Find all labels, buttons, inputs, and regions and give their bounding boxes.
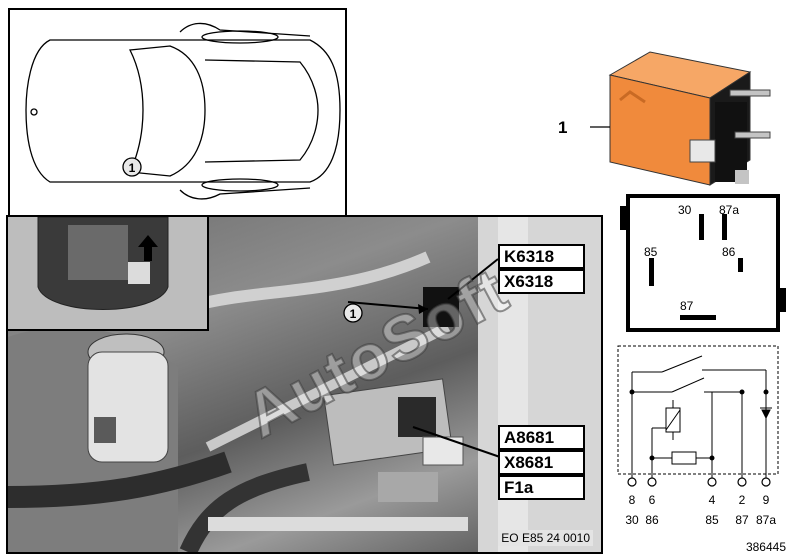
terminal-bottom-2: 86 [645, 513, 659, 527]
photo-caption: EO E85 24 0010 [498, 530, 593, 546]
callout-x6318: X6318 [498, 269, 585, 294]
pin-30-label: 30 [678, 203, 692, 217]
relay-illustration [590, 51, 771, 186]
car-location-panel: 1 [8, 8, 347, 217]
location-marker-number: 1 [129, 161, 136, 175]
pin-87-label: 87 [680, 299, 694, 313]
inset-engine-view [8, 217, 209, 331]
callout-k6318: K6318 [498, 244, 585, 269]
terminal-bottom-3: 85 [705, 513, 719, 527]
terminal-bottom-5: 87a [756, 513, 776, 527]
terminal-top-1: 8 [629, 493, 636, 507]
pin-86-label: 86 [722, 245, 736, 259]
terminal-bottom-4: 87 [735, 513, 749, 527]
callout-f1a: F1a [498, 475, 585, 500]
callout-a8681: A8681 [498, 425, 585, 450]
inset-arrow-icon [138, 235, 158, 261]
terminal-top-3: 4 [709, 493, 716, 507]
pin-85-label: 85 [644, 245, 658, 259]
car-outline: 1 [25, 22, 341, 200]
diagram-id: 386445 [745, 540, 786, 554]
terminal-top-4: 2 [739, 493, 746, 507]
relay-item-number: 1 [558, 118, 568, 137]
terminal-top-5: 9 [763, 493, 770, 507]
location-marker-circle [122, 157, 142, 177]
terminal-bottom-1: 30 [625, 513, 639, 527]
relay-schematic: 8 6 4 2 9 30 86 85 87 87a [617, 345, 779, 527]
pin-87a-label: 87a [719, 203, 739, 217]
engine-bay-photo: 1 AutoSoft K6318 X6318 A8681 X8681 F1a E… [6, 215, 603, 554]
callout-x8681: X8681 [498, 450, 585, 475]
photo-marker-number: 1 [350, 307, 357, 321]
relay-pin-layout: 30 87a 85 86 87 [620, 194, 786, 332]
terminal-top-2: 6 [649, 493, 656, 507]
